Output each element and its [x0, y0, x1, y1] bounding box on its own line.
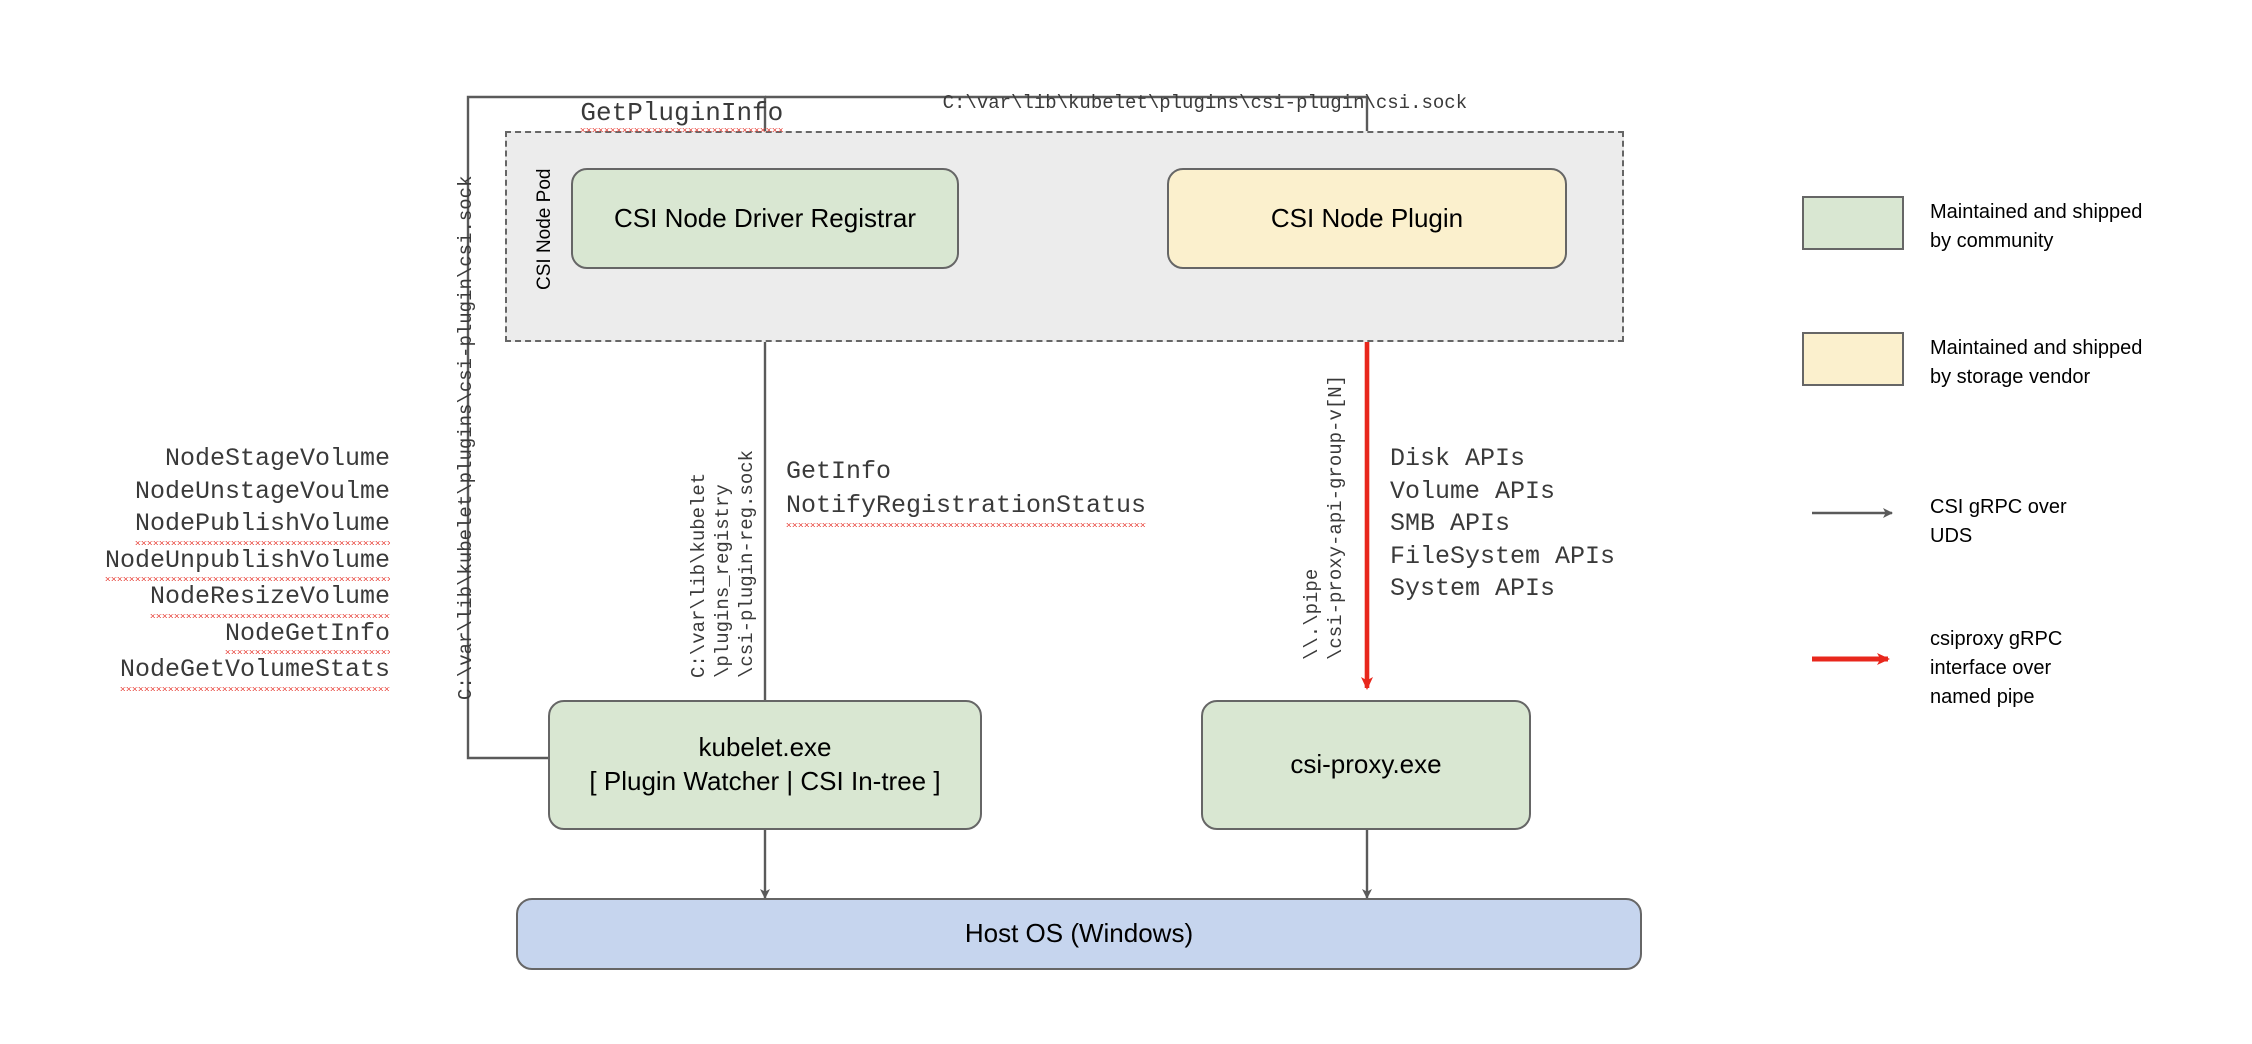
label-reg-sock-line1: C:\var\lib\kubelet: [688, 472, 710, 678]
node-api-item-row: NodeUnstageVoulme: [100, 476, 390, 509]
node-api-item-5: NodeGetInfo: [224, 617, 390, 655]
legend-label-community: Maintained and shipped by community: [1930, 198, 2142, 256]
node-api-item-row: NodeGetInfo: [100, 617, 390, 655]
registration-call-item-row: NotifyRegistrationStatus: [786, 488, 1147, 527]
node-api-item-0: NodeStageVolume: [164, 444, 390, 473]
proxy-api-item-4: System APIs: [1390, 574, 1556, 603]
node-csi-node-driver-registrar-label: CSI Node Driver Registrar: [614, 202, 916, 233]
label-reg-sock-line3: \csi-plugin-reg.sock: [736, 449, 758, 678]
label-csi-sock-path-top: C:\var\lib\kubelet\plugins\csi-plugin\cs…: [897, 70, 1468, 136]
proxy-api-item-0: Disk APIs: [1390, 444, 1526, 473]
registration-call-item-1: NotifyRegistrationStatus: [786, 488, 1147, 527]
node-api-item-1: NodeUnstageVoulme: [134, 476, 390, 506]
proxy-api-item-row: Volume APIs: [1390, 476, 1615, 509]
registration-call-item-row: GetInfo: [786, 455, 1146, 489]
node-csi-node-driver-registrar[interactable]: CSI Node Driver Registrar: [571, 168, 959, 269]
proxy-api-item-row: SMB APIs: [1390, 508, 1615, 541]
node-kubelet-exe[interactable]: kubelet.exe [ Plugin Watcher | CSI In-tr…: [548, 700, 982, 830]
node-api-item-row: NodeUnpublishVolume: [100, 544, 390, 582]
proxy-api-item-row: FileSystem APIs: [1390, 541, 1615, 574]
node-csi-proxy-exe[interactable]: csi-proxy.exe: [1201, 700, 1531, 830]
proxy-api-item-row: Disk APIs: [1390, 443, 1615, 476]
legend-label-uds-line-1: UDS: [1930, 525, 1973, 547]
label-csi-sock-path-top-text: C:\var\lib\kubelet\plugins\csi-plugin\cs…: [942, 92, 1468, 114]
legend-label-csiproxy: csiproxy gRPC interface over named pipe: [1930, 625, 2062, 712]
legend-swatch-vendor: [1802, 332, 1904, 386]
legend-swatch-community: [1802, 196, 1904, 250]
node-api-item-row: NodeGetVolumeStats: [100, 654, 390, 691]
legend-label-community-line-1: by community: [1930, 230, 2054, 252]
node-api-item-row: NodeStageVolume: [100, 443, 390, 476]
node-api-item-3: NodeUnpublishVolume: [104, 544, 390, 582]
proxy-api-item-3: FileSystem APIs: [1390, 541, 1616, 571]
label-named-pipe-line1: \\.\pipe: [1301, 568, 1323, 660]
node-kubelet-exe-label-line1: kubelet.exe: [698, 732, 832, 763]
legend-label-vendor: Maintained and shipped by storage vendor: [1930, 334, 2142, 392]
registration-call-item-0: GetInfo: [786, 457, 892, 486]
label-csi-sock-vertical: C:\var\lib\kubelet\plugins\csi-plugin\cs…: [455, 175, 477, 701]
node-api-item-row: NodePublishVolume: [100, 508, 390, 545]
node-api-item-2: NodePublishVolume: [134, 508, 390, 545]
node-api-item-row: NodeResizeVolume: [100, 581, 390, 618]
proxy-api-item-2: SMB APIs: [1390, 509, 1511, 538]
node-host-os[interactable]: Host OS (Windows): [516, 898, 1642, 970]
node-csi-node-plugin[interactable]: CSI Node Plugin: [1167, 168, 1567, 269]
legend-label-community-line-0: Maintained and shipped: [1930, 201, 2143, 223]
legend-label-csiproxy-line-1: interface over: [1930, 657, 2052, 679]
proxy-api-item-1: Volume APIs: [1390, 476, 1556, 506]
legend-label-vendor-line-0: Maintained and shipped: [1930, 337, 2143, 359]
label-reg-sock-line2: \plugins_registry: [712, 484, 734, 678]
legend-label-csiproxy-line-2: named pipe: [1930, 686, 2035, 708]
node-kubelet-exe-label-line2: [ Plugin Watcher | CSI In-tree ]: [589, 766, 941, 796]
node-api-item-6: NodeGetVolumeStats: [119, 654, 390, 691]
node-host-os-label: Host OS (Windows): [964, 918, 1194, 949]
label-getplugininfo-text: GetPluginInfo: [580, 98, 784, 132]
label-getplugininfo: GetPluginInfo: [518, 68, 784, 158]
legend-label-csiproxy-line-0: csiproxy gRPC: [1930, 628, 2063, 650]
legend-label-vendor-line-1: by storage vendor: [1930, 366, 2091, 388]
legend-label-uds-line-0: CSI gRPC over: [1930, 496, 2067, 518]
node-csi-node-plugin-label: CSI Node Plugin: [1270, 202, 1464, 233]
node-api-item-4: NodeResizeVolume: [149, 581, 390, 618]
label-named-pipe-line2: \csi-proxy-api-group-v[N]: [1325, 374, 1347, 660]
proxy-api-item-row: System APIs: [1390, 573, 1615, 606]
csi-node-pod-label: CSI Node Pod: [534, 168, 555, 290]
node-csi-proxy-exe-label: csi-proxy.exe: [1290, 749, 1442, 780]
